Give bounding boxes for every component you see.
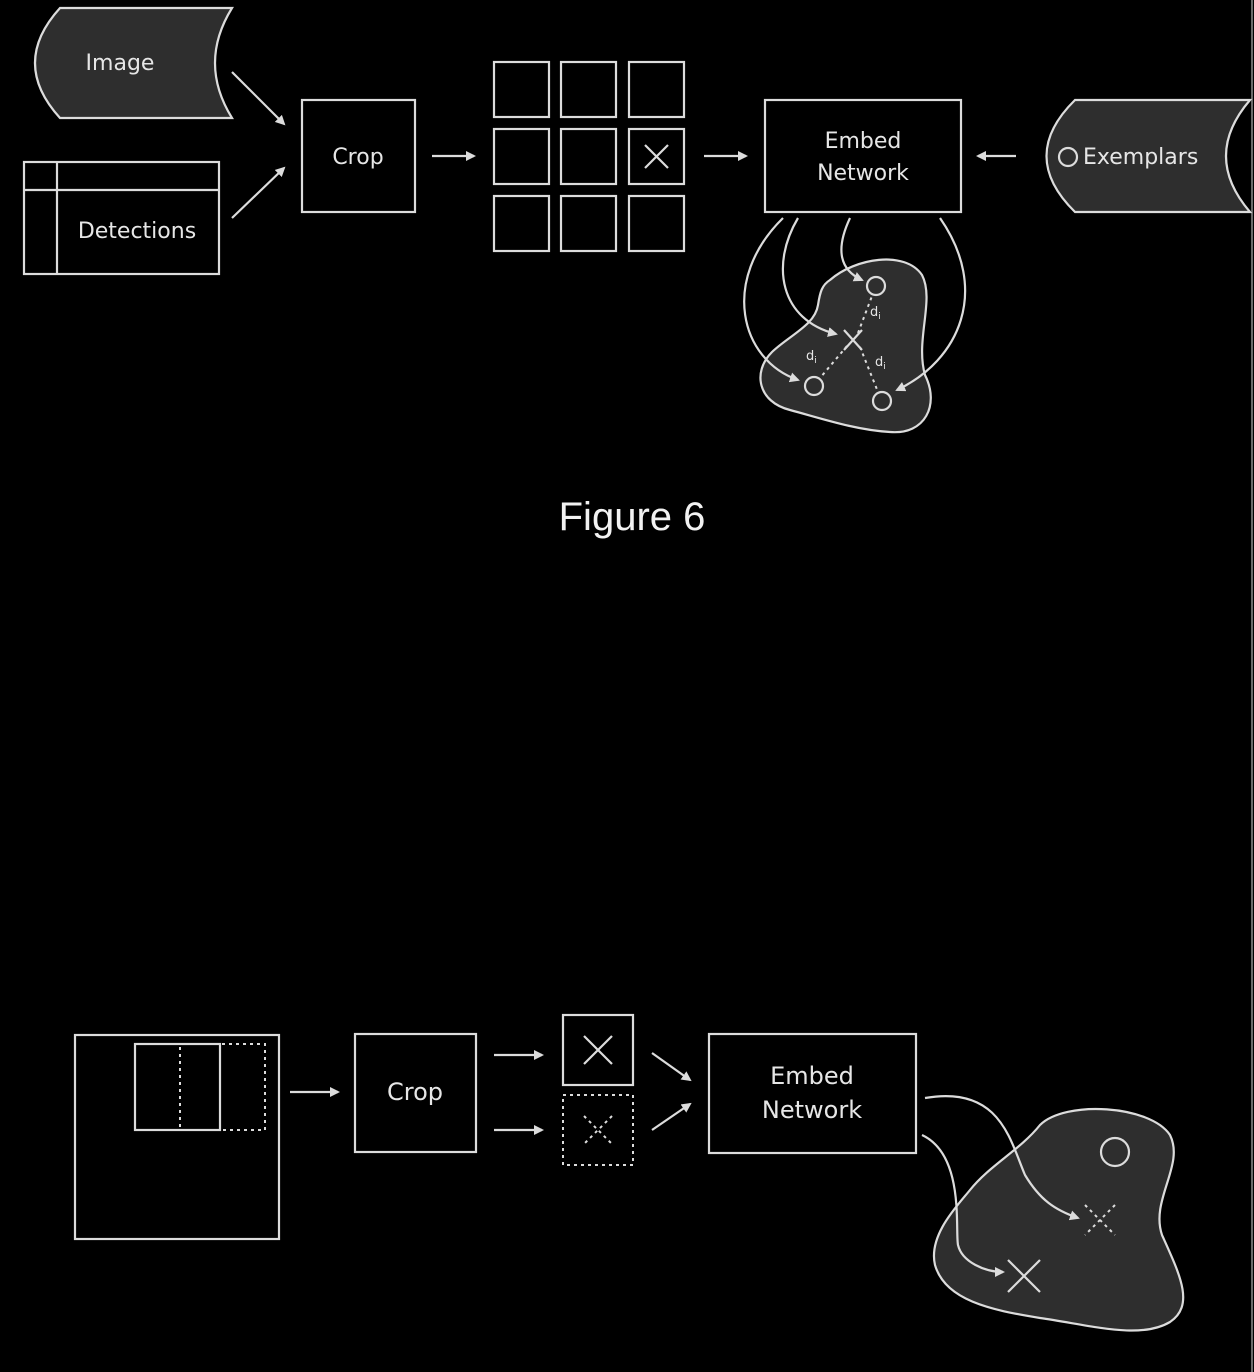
exemplars-label: Exemplars bbox=[1083, 145, 1198, 170]
embedding-space: di di di bbox=[759, 258, 932, 434]
embed-to-shifted-point-arrow bbox=[924, 1095, 1080, 1221]
crop-tile bbox=[559, 127, 618, 186]
embedding-space bbox=[932, 1107, 1185, 1332]
embed-to-exemplar-arrow bbox=[743, 217, 800, 383]
crop-window bbox=[133, 1042, 222, 1132]
crop-node: Crop bbox=[300, 98, 417, 214]
distance-label: di bbox=[806, 349, 817, 366]
crop-tile bbox=[492, 194, 551, 253]
embed-label-line2: Network bbox=[762, 1096, 862, 1124]
distance-label: di bbox=[875, 355, 886, 372]
shifted-crop-patch bbox=[562, 1094, 634, 1166]
embed-network-node: Embed Network bbox=[763, 98, 963, 214]
crop-tile bbox=[627, 60, 686, 119]
source-image-node bbox=[73, 1033, 281, 1241]
embed-to-query-arrow bbox=[781, 217, 838, 337]
figure-caption: Figure 6 bbox=[559, 495, 706, 539]
crop-tile-selected bbox=[627, 127, 686, 186]
exemplar-circle-icon bbox=[871, 390, 893, 412]
crop-patch bbox=[561, 1013, 635, 1087]
distance-line bbox=[859, 346, 879, 393]
embed-label-line2: Network bbox=[817, 161, 909, 186]
image-storage-node: Image bbox=[33, 6, 234, 120]
crop-tile bbox=[492, 127, 551, 186]
crop-label: Crop bbox=[387, 1078, 443, 1106]
crop-label: Crop bbox=[332, 145, 383, 170]
crop-tile bbox=[492, 60, 551, 119]
detections-table-node: Detections bbox=[22, 160, 221, 276]
exemplar-circle-icon bbox=[1099, 1136, 1131, 1168]
detections-to-crop-arrow bbox=[231, 166, 286, 219]
dotted-cross-icon bbox=[583, 1115, 613, 1145]
figure-7: Crop Embed Network bbox=[73, 1013, 1185, 1332]
crop-grid bbox=[492, 60, 686, 253]
crop-node: Crop bbox=[353, 1032, 478, 1154]
dotted-cross-icon bbox=[1084, 1204, 1116, 1236]
crop-tile bbox=[627, 194, 686, 253]
exemplars-storage-node: Exemplars bbox=[1045, 98, 1253, 214]
embed-to-exemplar-arrow bbox=[840, 217, 864, 282]
cross-icon bbox=[583, 1035, 613, 1065]
embed-label-line1: Embed bbox=[825, 129, 902, 154]
exemplar-circle-icon bbox=[803, 375, 825, 397]
exemplar-circle-icon bbox=[865, 275, 887, 297]
exemplar-circle-icon bbox=[1057, 146, 1079, 168]
detections-label: Detections bbox=[78, 219, 196, 244]
crop-tile bbox=[559, 194, 618, 253]
crop-tile bbox=[559, 60, 618, 119]
figure-6: Image Detections Crop bbox=[22, 6, 1253, 539]
cross-icon bbox=[1007, 1259, 1041, 1293]
embed-to-point-arrow bbox=[921, 1134, 1005, 1277]
distance-label: di bbox=[870, 305, 881, 322]
cross-icon bbox=[644, 144, 669, 169]
embed-label-line1: Embed bbox=[770, 1062, 854, 1090]
shifted-crop-window bbox=[179, 1043, 266, 1131]
embed-network-node: Embed Network bbox=[707, 1032, 918, 1155]
patch-to-embed-arrow bbox=[651, 1102, 692, 1131]
embed-to-exemplar-arrow bbox=[895, 217, 967, 392]
patch-to-embed-arrow bbox=[651, 1052, 692, 1082]
image-to-crop-arrow bbox=[231, 71, 286, 126]
image-label: Image bbox=[86, 51, 155, 76]
